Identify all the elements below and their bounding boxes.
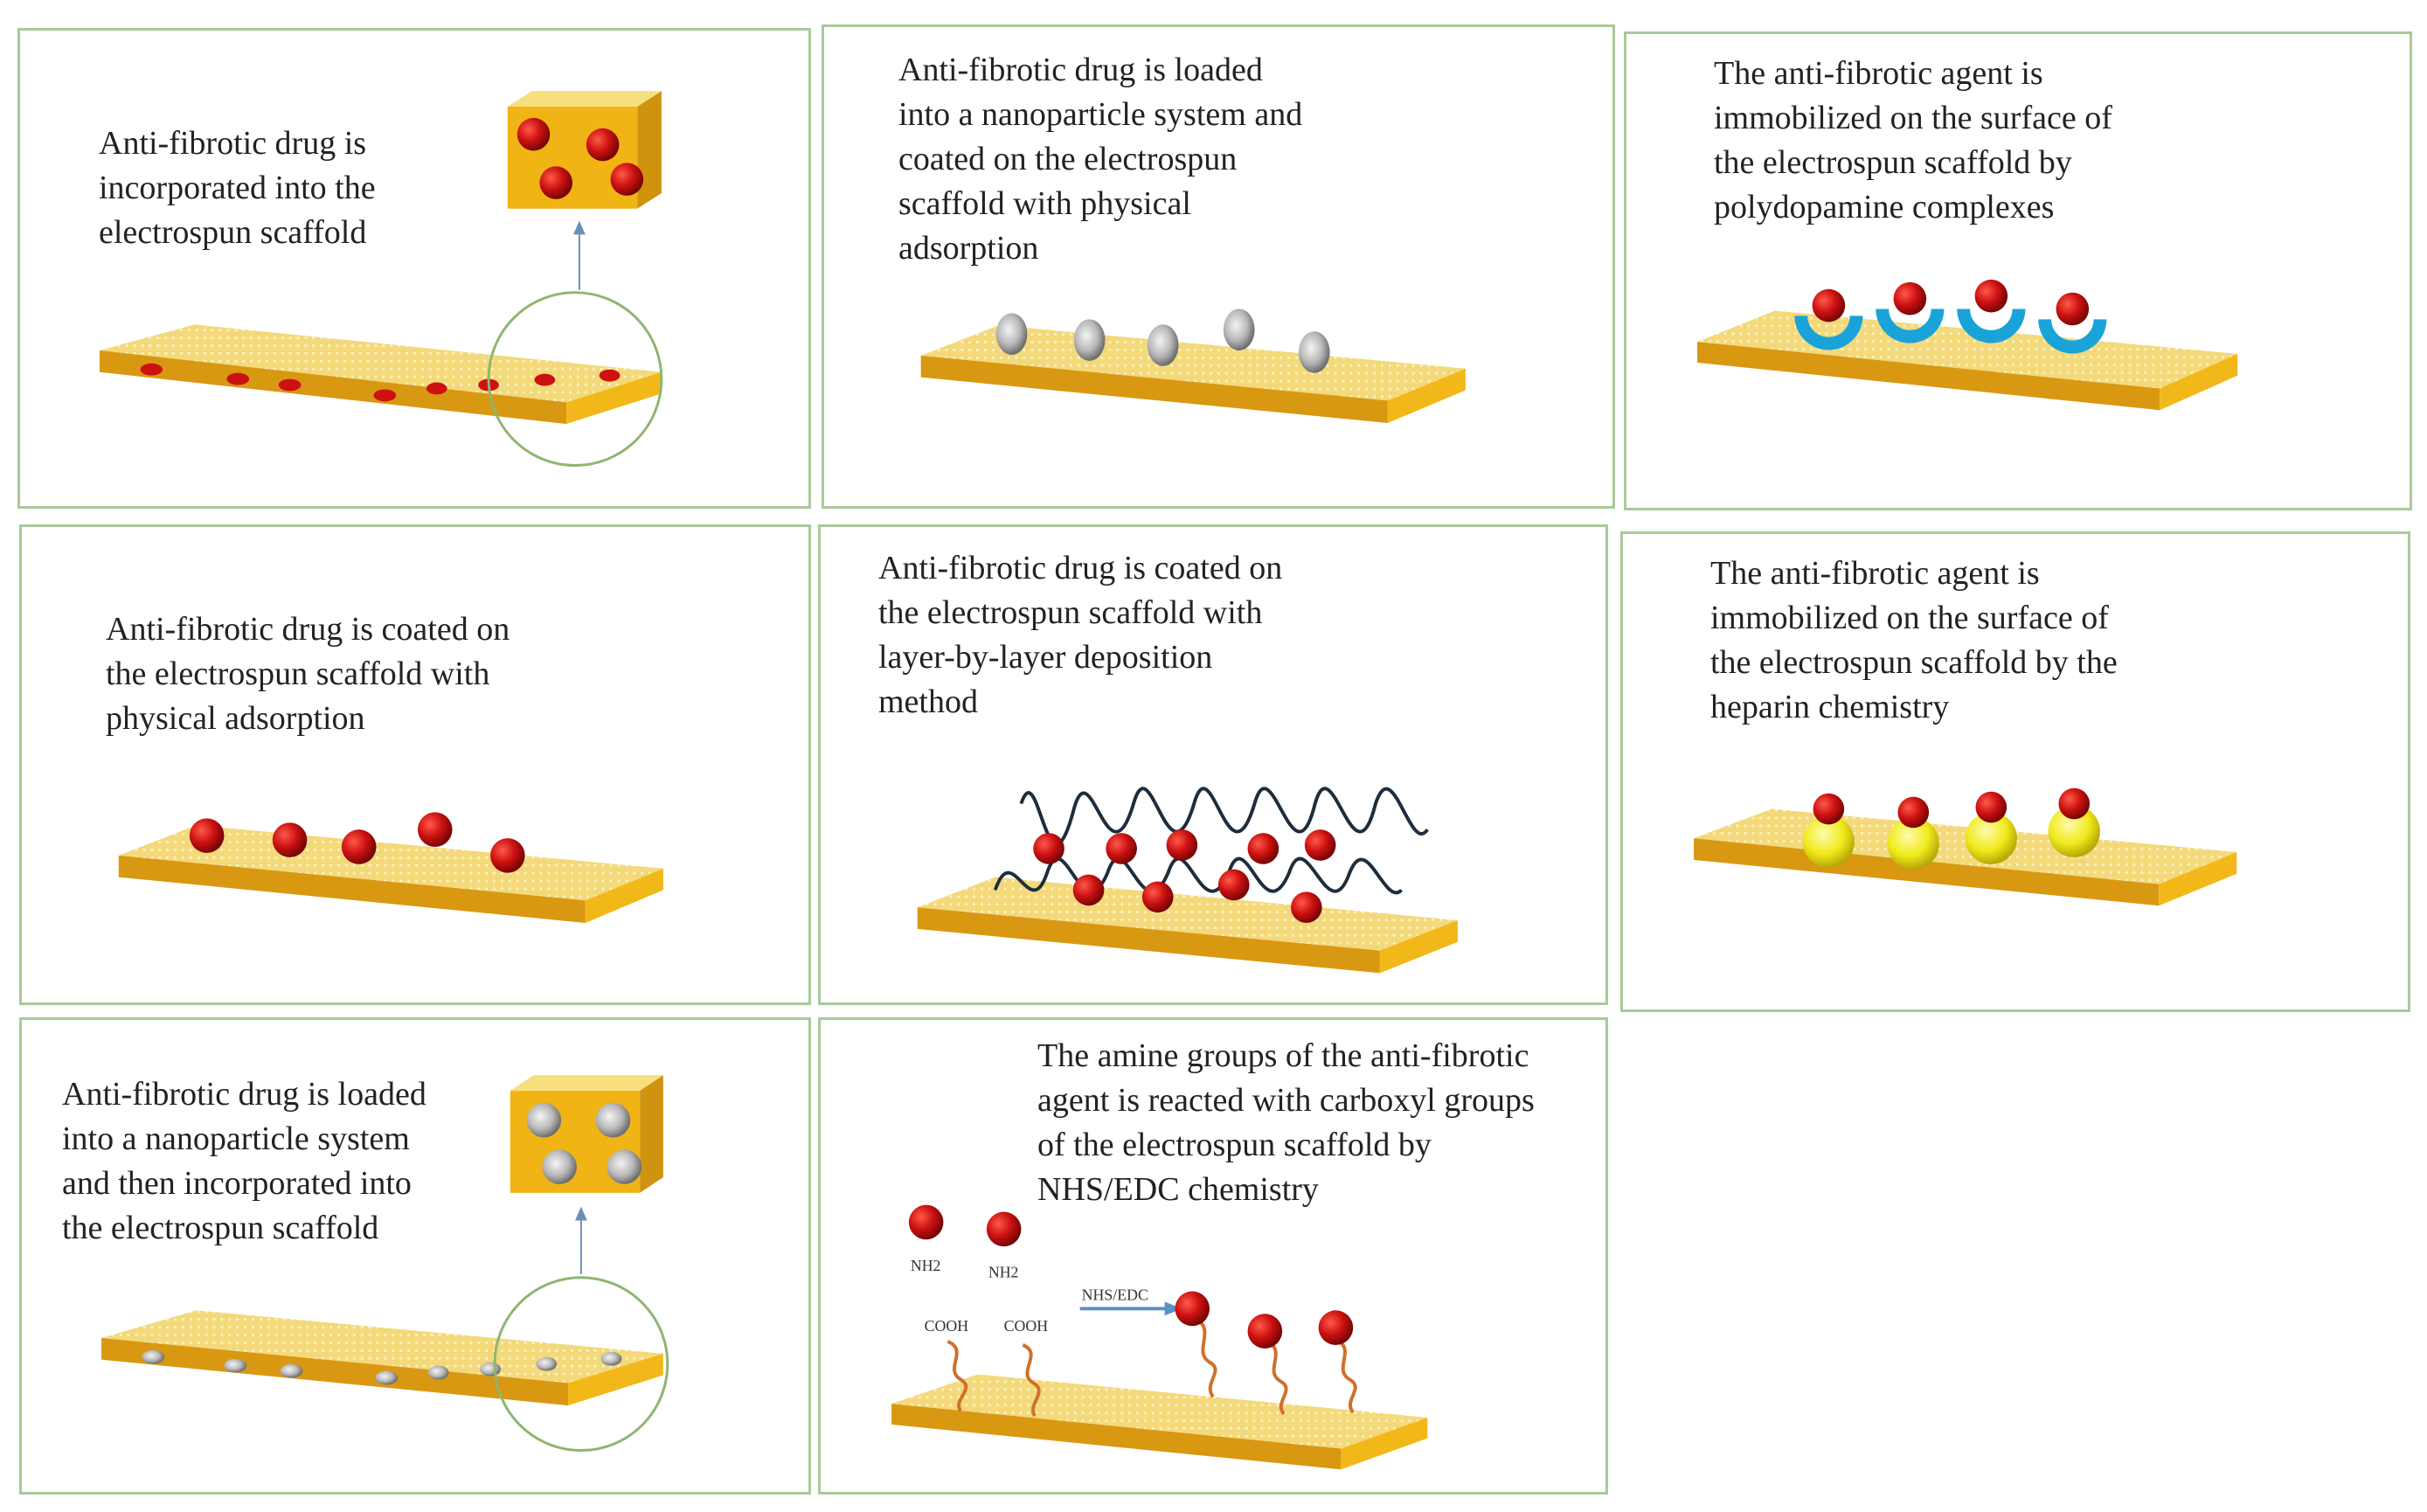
scaffold-slab <box>118 825 663 924</box>
scaffold-slab <box>1694 808 2237 906</box>
reagent-label: NHS/EDC <box>1082 1286 1148 1303</box>
polydopamine-complexes <box>1794 279 2107 354</box>
panel-heparin: The anti-fibrotic agent is immobilized o… <box>1620 531 2410 1012</box>
panel-nanoparticle-incorporated: Anti-fibrotic drug is loaded into a nano… <box>19 1017 811 1495</box>
panel-illustration <box>1697 279 2238 411</box>
magnify-circle <box>493 1276 669 1453</box>
caption-line: and then incorporated into <box>62 1165 412 1202</box>
caption-line: Anti-fibrotic drug is <box>99 125 367 162</box>
panel-illustration <box>101 1075 669 1453</box>
caption-line: NHS/EDC chemistry <box>1037 1171 1319 1208</box>
caption-line: physical adsorption <box>106 700 365 737</box>
magnify-circle <box>487 291 663 467</box>
scaffold-slab <box>99 324 662 425</box>
panel-caption: The amine groups of the anti-fibrotic ag… <box>1037 1034 1535 1212</box>
panel-caption: Anti-fibrotic drug is loaded into a nano… <box>898 48 1302 271</box>
caption-line: adsorption <box>898 230 1039 267</box>
embedded-drug-particles <box>140 363 621 402</box>
scaffold-slab <box>891 1374 1428 1470</box>
panel-drug-incorporated: Anti-fibrotic drug is incorporated into … <box>17 28 811 509</box>
panel-polydopamine: The anti-fibrotic agent is immobilized o… <box>1624 31 2412 510</box>
panel-caption: Anti-fibrotic drug is loaded into a nano… <box>62 1072 426 1251</box>
panel-caption: Anti-fibrotic drug is incorporated into … <box>99 121 376 255</box>
panel-illustration <box>1694 787 2237 906</box>
caption-line: electrospun scaffold <box>99 214 367 251</box>
panel-layer-by-layer: Anti-fibrotic drug is coated on the elec… <box>818 524 1608 1005</box>
drug-particles <box>1033 829 1336 924</box>
cooh-label: COOH <box>925 1317 969 1335</box>
caption-line: The anti-fibrotic agent is <box>1710 555 2040 592</box>
caption-line: The amine groups of the anti-fibrotic <box>1037 1037 1529 1074</box>
caption-line: scaffold with physical <box>898 185 1191 222</box>
panel-illustration: NH2 NH2 COOH COOH NHS/EDC <box>891 1204 1428 1470</box>
caption-line: Anti-fibrotic drug is loaded <box>62 1076 426 1113</box>
cooh-label: COOH <box>1004 1317 1049 1335</box>
heparin-complexes <box>1802 787 2100 870</box>
caption-line: layer-by-layer deposition <box>878 639 1213 676</box>
panel-caption: The anti-fibrotic agent is immobilized o… <box>1714 52 2112 230</box>
scaffold-slab <box>101 1310 663 1406</box>
panel-illustration <box>920 309 1466 424</box>
caption-line: polydopamine complexes <box>1714 189 2055 225</box>
panel-nhs-edc: The amine groups of the anti-fibrotic ag… <box>818 1017 1608 1495</box>
panel-illustration <box>917 787 1458 974</box>
panel-caption: Anti-fibrotic drug is coated on the elec… <box>106 607 510 741</box>
panel-illustration <box>118 812 663 924</box>
caption-line: the electrospun scaffold with <box>106 655 490 692</box>
scaffold-slab <box>1697 310 2238 411</box>
scaffold-cube <box>507 91 662 209</box>
caption-line: Anti-fibrotic drug is coated on <box>106 611 510 648</box>
panel-caption: Anti-fibrotic drug is coated on the elec… <box>878 546 1282 725</box>
nh2-label: NH2 <box>988 1264 1019 1281</box>
caption-line: coated on the electrospun <box>898 141 1238 177</box>
panel-caption: The anti-fibrotic agent is immobilized o… <box>1710 551 2118 730</box>
scaffold-cube <box>510 1075 663 1193</box>
panel-illustration <box>99 91 663 467</box>
caption-line: the electrospun scaffold by <box>1714 144 2072 181</box>
nanoparticles <box>995 309 1330 373</box>
caption-line: Anti-fibrotic drug is coated on <box>878 550 1283 586</box>
caption-line: immobilized on the surface of <box>1710 600 2109 636</box>
caption-line: method <box>878 683 978 720</box>
caption-line: heparin chemistry <box>1710 689 1950 725</box>
caption-line: into a nanoparticle system <box>62 1120 410 1157</box>
caption-line: the electrospun scaffold by the <box>1710 644 2118 681</box>
free-drug-particles <box>908 1204 1022 1247</box>
scaffold-slab <box>917 877 1458 974</box>
bound-linkers <box>1195 1317 1357 1416</box>
carboxyl-linkers <box>947 1340 1041 1418</box>
caption-line: Anti-fibrotic drug is loaded <box>898 52 1263 88</box>
caption-line: agent is reacted with carboxyl groups <box>1037 1082 1535 1119</box>
caption-line: the electrospun scaffold <box>62 1210 379 1246</box>
caption-line: of the electrospun scaffold by <box>1037 1127 1432 1163</box>
panel-nanoparticle-coated: Anti-fibrotic drug is loaded into a nano… <box>822 24 1615 509</box>
caption-line: the electrospun scaffold with <box>878 594 1263 631</box>
caption-line: The anti-fibrotic agent is <box>1714 55 2043 92</box>
nh2-label: NH2 <box>911 1257 941 1274</box>
caption-line: immobilized on the surface of <box>1714 100 2112 136</box>
bound-drug-particles <box>1175 1291 1354 1349</box>
caption-line: into a nanoparticle system and <box>898 96 1303 133</box>
drug-particles <box>189 812 525 873</box>
panel-physical-adsorption: Anti-fibrotic drug is coated on the elec… <box>19 524 811 1005</box>
caption-line: incorporated into the <box>99 170 376 206</box>
scaffold-slab <box>920 325 1466 424</box>
